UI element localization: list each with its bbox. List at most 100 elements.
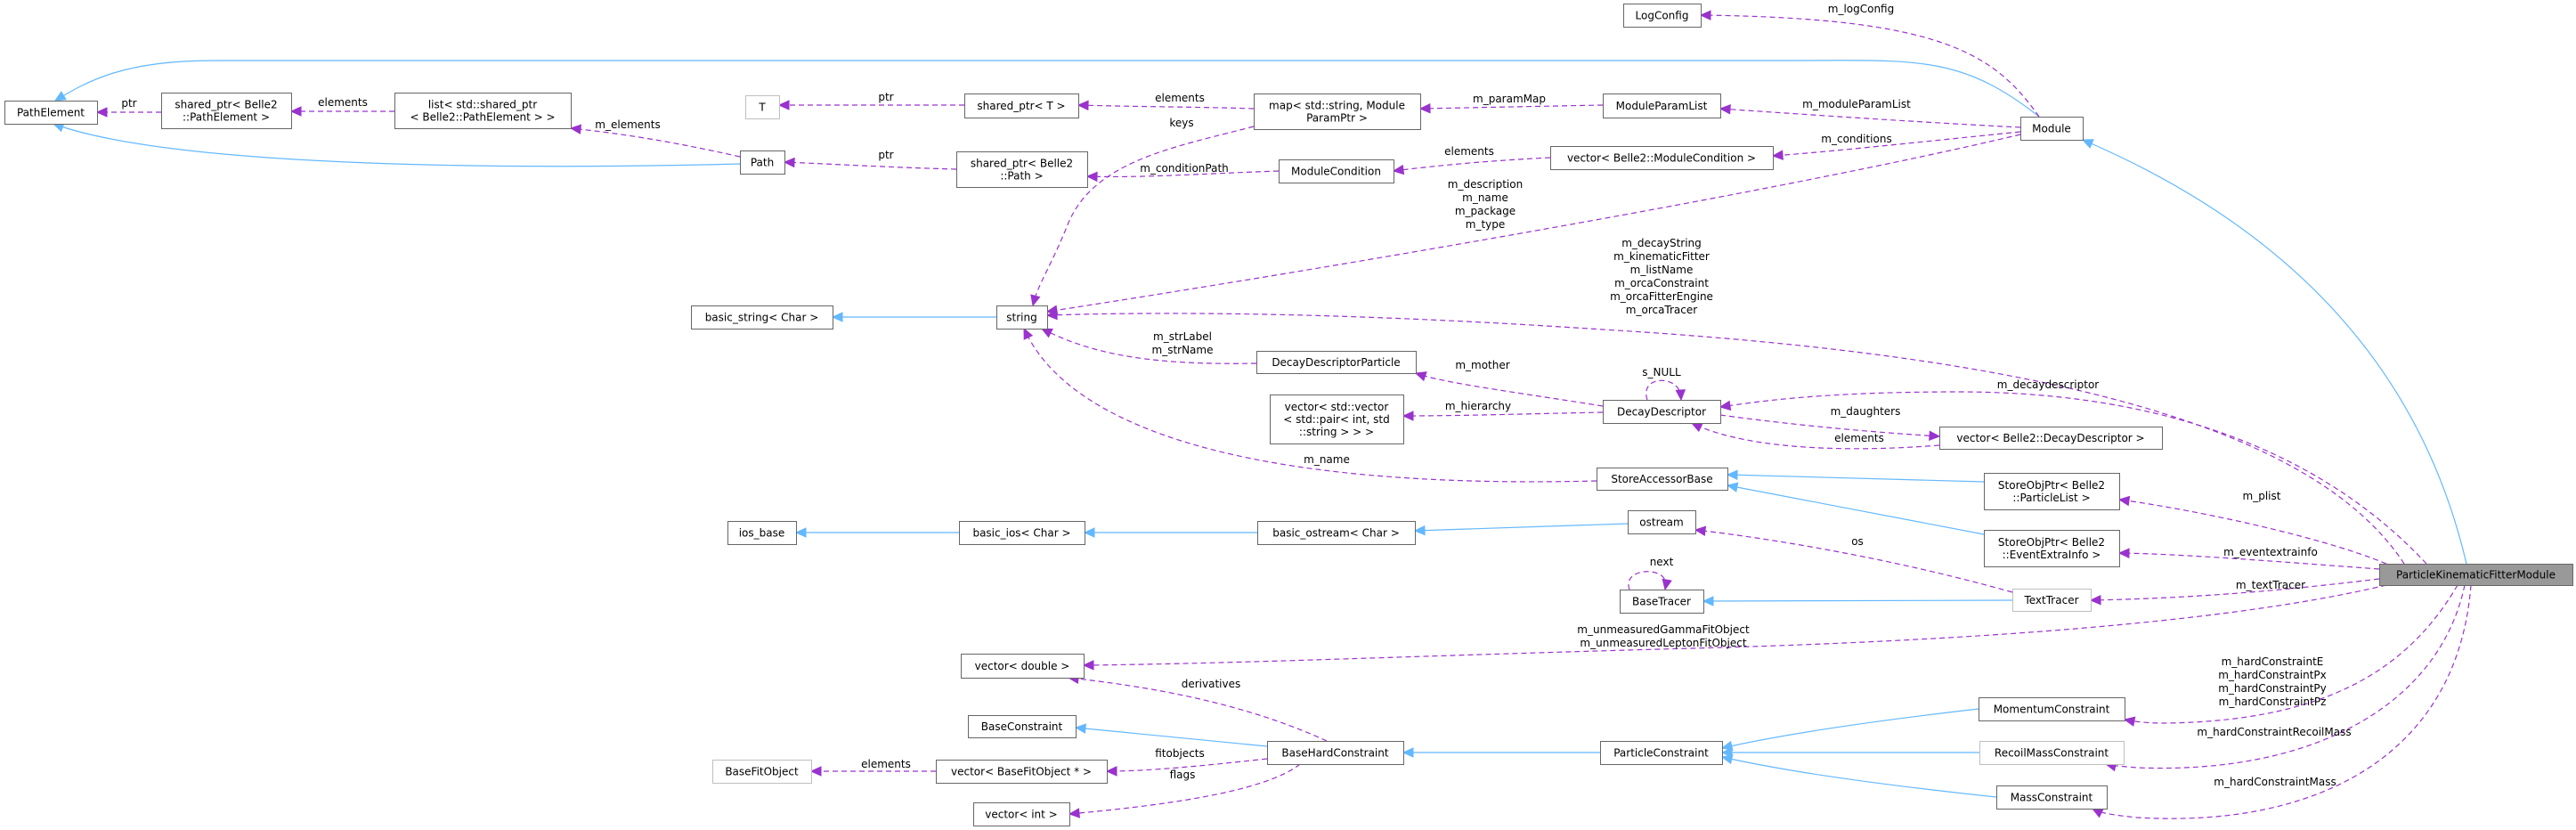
class-node-store-obj-ptr-event-extra-info[interactable]: StoreObjPtr< Belle2::EventExtraInfo > [1984, 530, 2120, 567]
class-node-vector-double[interactable]: vector< double > [961, 654, 1085, 679]
edge-label: m_hierarchy [1445, 400, 1511, 412]
edge-label: m_orcaFitterEngine [1610, 290, 1713, 303]
edge-label: m_textTracer [2236, 579, 2305, 591]
class-node-vector-int[interactable]: vector< int > [973, 802, 1070, 826]
class-node-label: list< std::shared_ptr [428, 99, 537, 111]
class-node-particle-kinematic-fitter-module[interactable]: ParticleKinematicFitterModule [2379, 564, 2573, 586]
usage-edge-decay-descriptor-particle-to-string-arrowhead [1040, 328, 1053, 338]
class-node-label: ParticleConstraint [1613, 747, 1709, 760]
edge-label: m_kinematicFitter [1613, 250, 1710, 263]
usage-edge-module-to-log-config [1700, 14, 2040, 118]
class-node-string[interactable]: string [996, 305, 1048, 330]
class-node-vector-vector-pair[interactable]: vector< std::vector< std::pair< int, std… [1270, 395, 1404, 444]
usage-edge-module-condition-to-shared-ptr-path-arrowhead [1085, 171, 1098, 183]
class-node-label: ParticleKinematicFitterModule [2396, 569, 2556, 582]
inheritance-edge-text-tracer-to-base-tracer [1702, 599, 2013, 602]
usage-edge-decay-descriptor-to-vector-decay-descriptor-arrowhead [1929, 430, 1941, 442]
class-node-label: shared_ptr< T > [977, 100, 1065, 112]
usage-edge-particle-kinematic-fitter-module-to-store-obj-ptr-event-extra-info [2118, 552, 2380, 570]
class-node-box [712, 760, 812, 784]
class-node-particle-constraint[interactable]: ParticleConstraint [1600, 741, 1723, 765]
class-node-box [161, 93, 292, 129]
usage-edge-particle-kinematic-fitter-module-to-store-obj-ptr-particle-list-arrowhead [2117, 495, 2131, 507]
usage-edge-particle-kinematic-fitter-module-to-decay-descriptor-arrowhead [1719, 400, 1732, 411]
class-node-box [1256, 351, 1417, 374]
edge-label: m_hardConstraintRecoilMass [2197, 726, 2351, 738]
class-node-t[interactable]: T [745, 95, 780, 119]
class-node-basic-ostream[interactable]: basic_ostream< Char > [1257, 521, 1416, 545]
class-node-base-constraint[interactable]: BaseConstraint [968, 715, 1077, 738]
class-node-base-tracer[interactable]: BaseTracer [1620, 590, 1704, 614]
usage-edge-particle-kinematic-fitter-module-to-momentum-constraint-arrowhead [2123, 716, 2136, 727]
class-node-box [1939, 427, 2163, 450]
class-node-module-param-list[interactable]: ModuleParamList [1603, 94, 1721, 118]
class-node-module[interactable]: Module [2020, 117, 2084, 141]
edge-label: m_conditionPath [1140, 162, 1229, 175]
class-node-box [2020, 117, 2084, 141]
class-node-base-fit-object[interactable]: BaseFitObject [712, 760, 812, 784]
usage-edge-store-accessor-base-to-string [1023, 328, 1597, 483]
usage-edge-vector-module-condition-to-module-condition [1393, 157, 1551, 172]
class-node-vector-module-condition[interactable]: vector< Belle2::ModuleCondition > [1550, 146, 1774, 170]
class-node-label: ::EventExtraInfo > [2003, 549, 2101, 561]
edge-label: m_elements [595, 118, 660, 131]
class-node-decay-descriptor[interactable]: DecayDescriptor [1603, 400, 1721, 424]
class-node-module-condition[interactable]: ModuleCondition [1279, 159, 1394, 183]
inheritance-edge-basic-ios-to-ios-base-arrowhead [794, 527, 807, 538]
edge-label: m_daughters [1831, 405, 1901, 418]
usage-edge-base-hard-constraint-to-vector-base-fit-object [1106, 758, 1268, 772]
class-node-store-accessor-base[interactable]: StoreAccessorBase [1597, 468, 1728, 491]
class-node-mass-constraint[interactable]: MassConstraint [1996, 785, 2108, 810]
class-node-label: map< std::string, Module [1269, 100, 1405, 112]
edge-label: m_decaydescriptor [1997, 378, 2100, 391]
inheritance-edge-mass-constraint-to-particle-constraint [1721, 756, 1997, 798]
class-node-text-tracer[interactable]: TextTracer [2012, 589, 2092, 612]
class-node-vector-decay-descriptor[interactable]: vector< Belle2::DecayDescriptor > [1939, 427, 2163, 450]
class-node-path-element[interactable]: PathElement [4, 101, 98, 125]
class-node-recoil-mass-constraint[interactable]: RecoilMassConstraint [1979, 741, 2125, 765]
inheritance-edge-store-obj-ptr-event-extra-info-to-store-accessor-base [1727, 484, 1985, 535]
edge-label: m_package [1455, 205, 1516, 217]
class-node-list-shared-ptr[interactable]: list< std::shared_ptr< Belle2::PathEleme… [394, 93, 572, 129]
class-node-box [1623, 4, 1702, 28]
class-node-label: ostream [1639, 517, 1683, 529]
class-node-base-hard-constraint[interactable]: BaseHardConstraint [1267, 741, 1404, 765]
class-node-store-obj-ptr-particle-list[interactable]: StoreObjPtr< Belle2::ParticleList > [1984, 473, 2120, 510]
class-node-shared-ptr-path-element[interactable]: shared_ptr< Belle2::PathElement > [161, 93, 292, 129]
class-node-log-config[interactable]: LogConfig [1623, 4, 1702, 28]
class-node-box [996, 305, 1048, 330]
edge-label: m_hardConstraintMass [2214, 776, 2336, 788]
class-node-shared-ptr-path[interactable]: shared_ptr< Belle2::Path > [956, 151, 1088, 188]
class-node-label: StoreObjPtr< Belle2 [1998, 479, 2105, 492]
inheritance-edge-store-obj-ptr-particle-list-to-store-accessor-base-arrowhead [1726, 469, 1738, 481]
class-node-decay-descriptor-particle[interactable]: DecayDescriptorParticle [1256, 351, 1417, 374]
class-node-shared-ptr-t[interactable]: shared_ptr< T > [964, 94, 1079, 118]
edge-label: elements [861, 758, 911, 770]
class-node-momentum-constraint[interactable]: MomentumConstraint [1979, 697, 2125, 721]
usage-edge-shared-ptr-path-to-path-arrowhead [783, 157, 795, 168]
edge-label: m_strName [1152, 344, 1214, 356]
inheritance-edge-mass-constraint-to-particle-constraint-arrowhead [1720, 753, 1734, 765]
class-node-ios-base[interactable]: ios_base [727, 521, 797, 545]
class-node-path[interactable]: Path [740, 151, 785, 175]
usage-edge-decay-descriptor-to-decay-descriptor [1646, 379, 1682, 401]
edge-label: keys [1169, 117, 1193, 129]
class-node-ostream[interactable]: ostream [1628, 510, 1696, 534]
usage-edge-decay-descriptor-to-decay-descriptor-particle-arrowhead [1414, 371, 1427, 382]
usage-edge-vector-decay-descriptor-to-decay-descriptor-arrowhead [1690, 422, 1703, 433]
class-node-box [1279, 159, 1394, 183]
class-node-label: DecayDescriptor [1617, 406, 1706, 419]
class-node-basic-string[interactable]: basic_string< Char > [691, 305, 833, 330]
usage-edge-base-hard-constraint-to-vector-int [1069, 763, 1301, 815]
edge-label: elements [1155, 92, 1205, 104]
usage-edge-decay-descriptor-to-decay-descriptor-particle [1415, 372, 1604, 407]
class-node-box [964, 94, 1079, 118]
edge-label: m_plist [2243, 490, 2281, 502]
edge-label: elements [1834, 432, 1884, 444]
inheritance-edge-momentum-constraint-to-particle-constraint [1721, 708, 1979, 749]
usage-edge-particle-kinematic-fitter-module-to-store-obj-ptr-event-extra-info-arrowhead [2117, 548, 2130, 558]
class-node-vector-base-fit-object[interactable]: vector< BaseFitObject * > [936, 760, 1108, 784]
class-node-basic-ios[interactable]: basic_ios< Char > [959, 521, 1085, 545]
class-node-box [1996, 785, 2108, 810]
